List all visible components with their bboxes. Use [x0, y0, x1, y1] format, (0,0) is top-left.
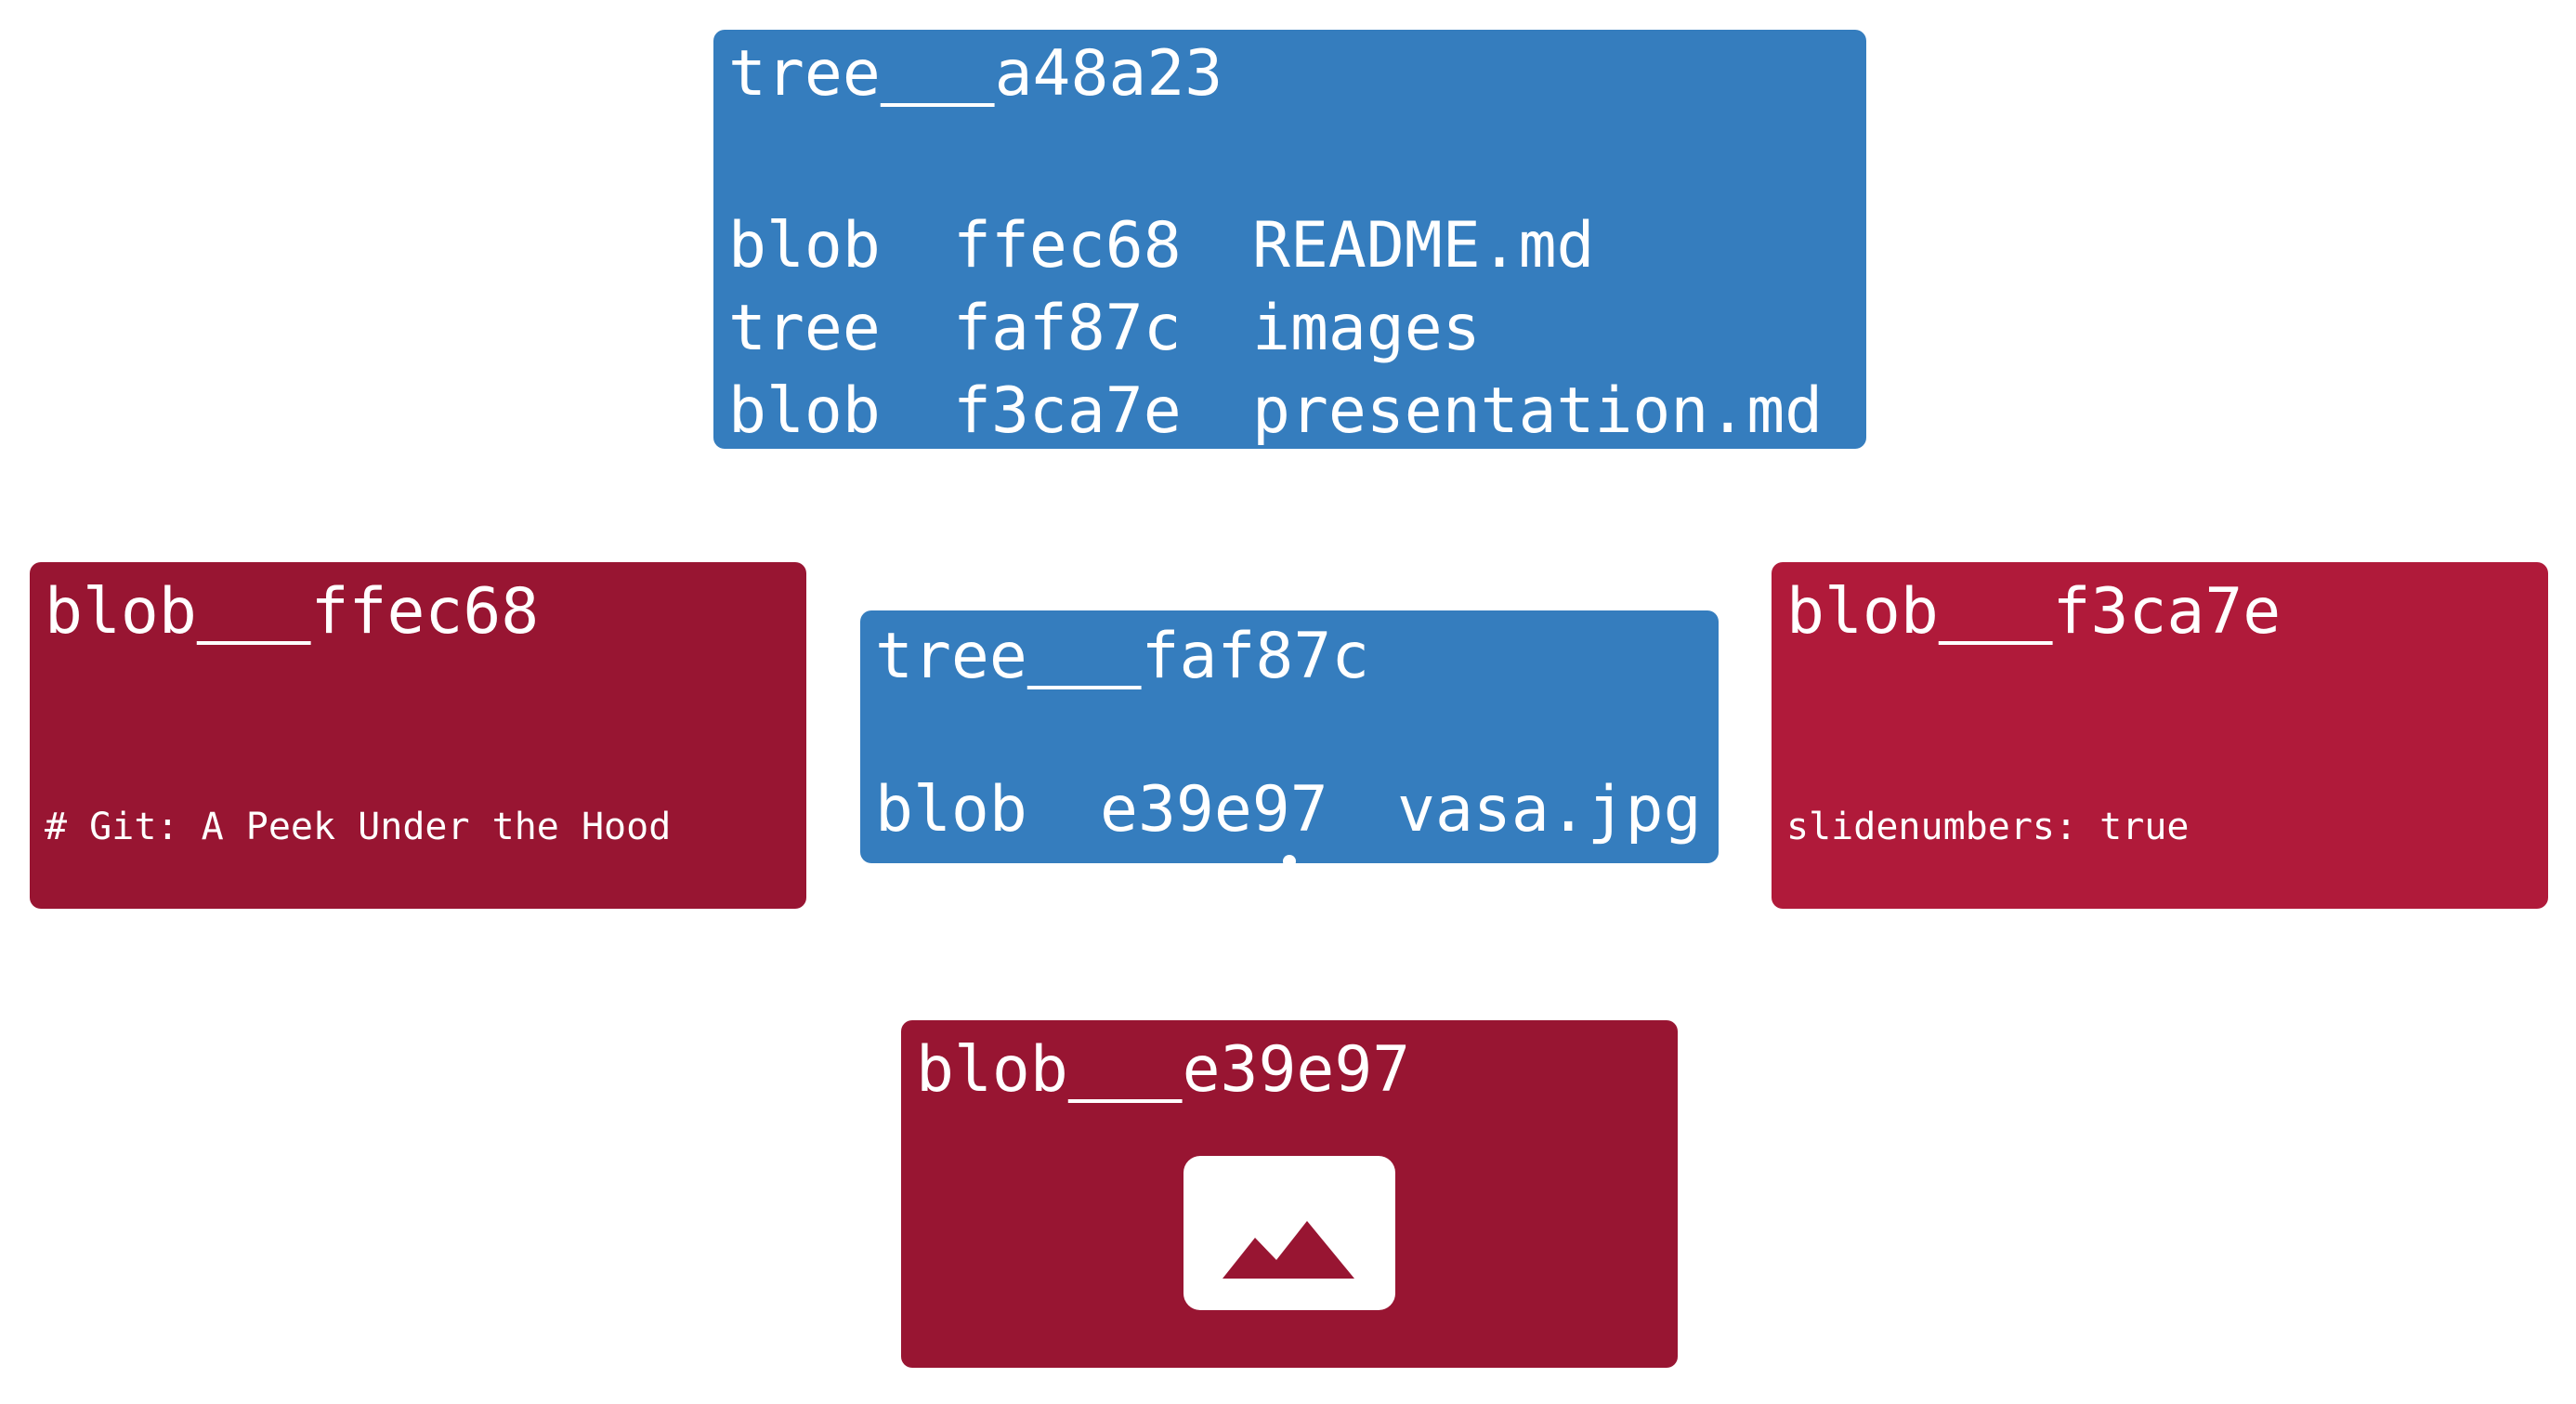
object-hash: f3ca7e — [2052, 575, 2282, 649]
object-type: blob — [45, 575, 197, 649]
tree-header: tree faf87c — [875, 625, 1369, 689]
connector-dot — [1283, 855, 1296, 868]
entry-hash: ffec68 — [953, 209, 1182, 282]
tree-node-a48a23: tree a48a23 blob ffec68 README.md tree f… — [713, 30, 1866, 449]
object-type: tree — [875, 620, 1027, 693]
blob-content: slidenumbers: true # Git ## A Peek Under… — [1786, 702, 2323, 1404]
blob-node-e39e97: blob e39e97 — [901, 1020, 1678, 1368]
blob-header: blob f3ca7e — [1786, 581, 2281, 644]
entry-name: README.md — [1252, 209, 1595, 282]
entry-hash: f3ca7e — [953, 374, 1182, 448]
content-line — [45, 952, 783, 1003]
object-hash: e39e97 — [1182, 1033, 1411, 1107]
content-line — [1786, 952, 2323, 1003]
blob-node-ffec68: blob ffec68 # Git: A Peek Under the Hood… — [30, 562, 806, 1300]
content-line: slidenumbers: true — [1786, 806, 2190, 848]
blob-node-f3ca7e: blob f3ca7e slidenumbers: true # Git ## … — [1772, 562, 2548, 1300]
image-icon — [1183, 1156, 1395, 1310]
content-line: 2016](https://us.pycon.org/2016/ — [45, 1257, 761, 1300]
object-type: tree — [728, 37, 881, 111]
entry-name: presentation.md — [1252, 374, 1824, 448]
content-line: This talk was prepared for [PyCon — [45, 1107, 783, 1149]
entry-hash: faf87c — [953, 292, 1182, 365]
blob-header: blob ffec68 — [45, 581, 539, 644]
entry-type: blob — [875, 773, 1027, 846]
object-type: blob — [1786, 575, 1939, 649]
entry-name: vasa.jpg — [1397, 773, 1702, 846]
entry-name: images — [1252, 292, 1481, 365]
tree-node-faf87c: tree faf87c blob e39e97 vasa.jpg — [860, 610, 1719, 863]
content-line: # Git — [1786, 1107, 1899, 1149]
entry-hash: e39e97 — [1100, 773, 1328, 846]
object-hash: a48a23 — [994, 37, 1223, 111]
entry-type: tree — [728, 292, 881, 365]
object-type: blob — [916, 1033, 1068, 1107]
blob-content: # Git: A Peek Under the Hood This talk w… — [45, 702, 783, 1404]
content-line: # Git: A Peek Under the Hood — [45, 806, 672, 848]
blob-header: blob e39e97 — [916, 1039, 1410, 1102]
object-hash: ffec68 — [310, 575, 540, 649]
tree-header: tree a48a23 — [728, 43, 1223, 106]
object-hash: faf87c — [1141, 620, 1370, 693]
entry-type: blob — [728, 209, 881, 282]
entry-type: blob — [728, 374, 881, 448]
content-line: ## A Peek Under the Hood — [1786, 1257, 2323, 1300]
